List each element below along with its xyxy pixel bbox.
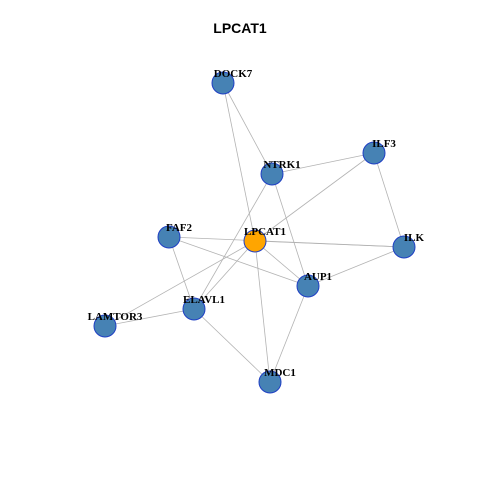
edge-lpcat1-ilk bbox=[254, 240, 405, 248]
node-label-ilk: ILK bbox=[404, 232, 425, 244]
edge-ntrk1-aup1 bbox=[271, 173, 309, 287]
nodes-layer bbox=[93, 71, 416, 394]
node-label-faf2: FAF2 bbox=[166, 222, 193, 234]
edge-lpcat1-aup1 bbox=[254, 240, 309, 287]
edge-lpcat1-mdc1 bbox=[254, 240, 271, 383]
node-label-mdc1: MDC1 bbox=[264, 367, 296, 379]
node-mdc1 bbox=[258, 370, 282, 394]
edge-dock7-ntrk1 bbox=[222, 82, 273, 175]
node-ilf3 bbox=[362, 141, 386, 165]
edge-faf2-elavl1 bbox=[168, 236, 195, 310]
edge-elavl1-mdc1 bbox=[193, 308, 271, 383]
node-label-lamtor3: LAMTOR3 bbox=[88, 311, 143, 323]
node-faf2 bbox=[157, 225, 181, 249]
node-aup1 bbox=[296, 274, 320, 298]
edge-aup1-ilk bbox=[307, 246, 405, 287]
node-label-ntrk1: NTRK1 bbox=[263, 159, 300, 171]
edge-ilf3-lpcat1 bbox=[254, 152, 375, 242]
edge-lpcat1-elavl1 bbox=[193, 240, 256, 310]
edges-layer bbox=[104, 82, 405, 383]
node-ntrk1 bbox=[260, 162, 284, 186]
node-label-aup1: AUP1 bbox=[304, 271, 332, 283]
node-lamtor3 bbox=[93, 314, 117, 338]
node-ilk bbox=[392, 235, 416, 259]
node-label-elavl1: ELAVL1 bbox=[183, 294, 225, 306]
diagram-title: LPCAT1 bbox=[213, 20, 267, 36]
edge-lpcat1-lamtor3 bbox=[104, 240, 256, 327]
edge-ntrk1-ilf3 bbox=[271, 152, 375, 175]
node-label-dock7: DOCK7 bbox=[214, 68, 253, 80]
node-lpcat1 bbox=[243, 229, 267, 253]
edge-dock7-lpcat1 bbox=[222, 82, 256, 242]
node-dock7 bbox=[211, 71, 235, 95]
edge-aup1-mdc1 bbox=[269, 285, 309, 383]
edge-faf2-aup1 bbox=[168, 236, 309, 287]
node-elavl1 bbox=[182, 297, 206, 321]
edge-ilf3-ilk bbox=[373, 152, 405, 248]
edge-ntrk1-elavl1 bbox=[193, 173, 273, 310]
edge-elavl1-lamtor3 bbox=[104, 308, 195, 327]
node-label-lpcat1: LPCAT1 bbox=[244, 226, 286, 238]
node-label-ilf3: ILF3 bbox=[372, 138, 396, 150]
